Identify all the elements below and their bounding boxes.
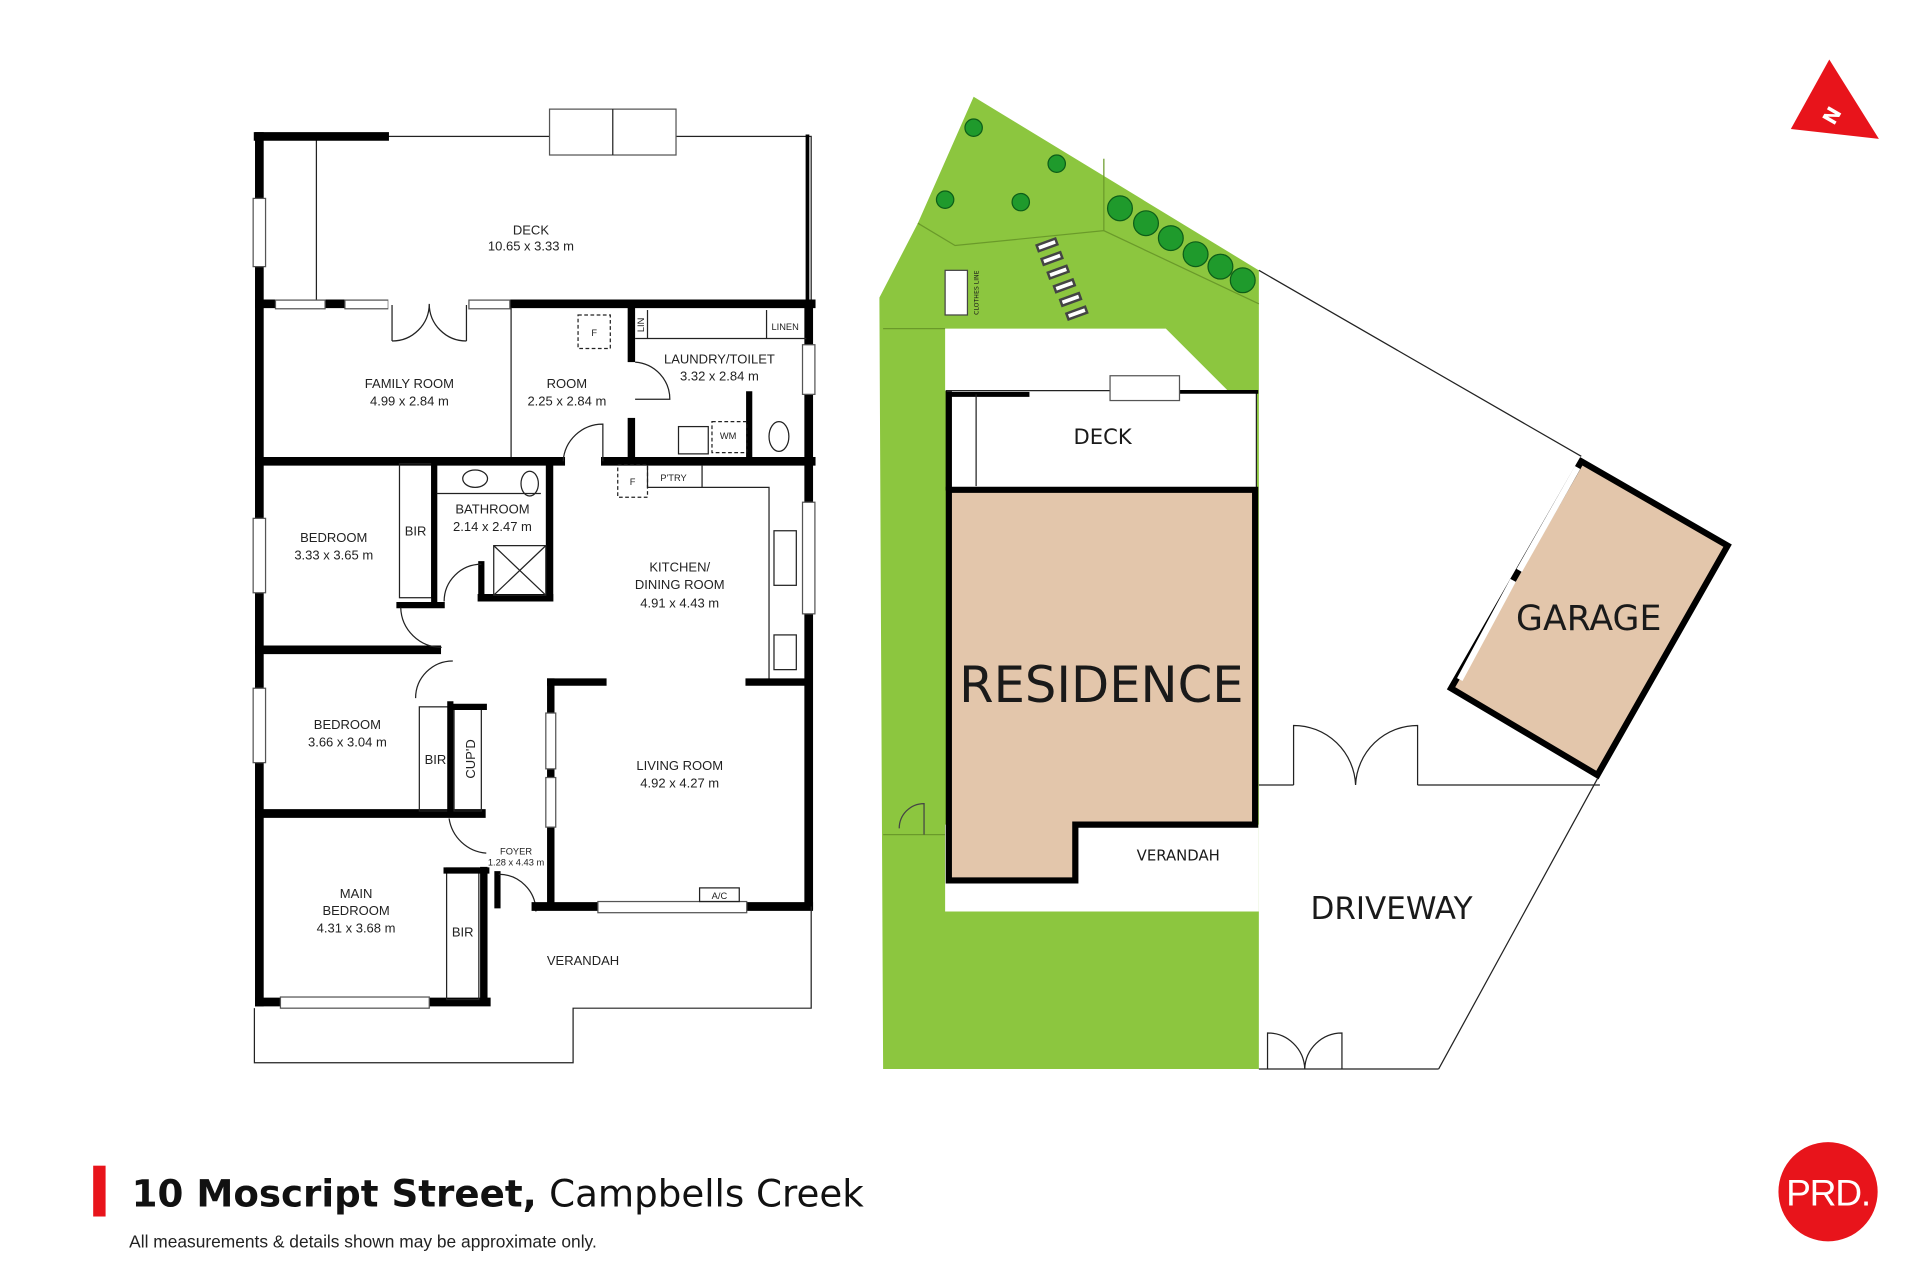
- tree-icon: [1182, 241, 1209, 268]
- site-deck: [945, 390, 1257, 491]
- tree-icon: [1132, 210, 1160, 237]
- room-label: BATHROOM: [455, 501, 529, 516]
- room-label: LAUNDRY/TOILET: [664, 351, 775, 366]
- room-label: DECK: [513, 222, 549, 237]
- title-accent-bar: [93, 1165, 106, 1217]
- room-label: FAMILY ROOM: [365, 376, 454, 391]
- room-label: VERANDAH: [547, 953, 619, 968]
- fixture-label: BIR: [405, 524, 427, 539]
- tree-icon: [964, 118, 983, 138]
- floor-plan: DECK 10.65 x 3.33 m FAMILY ROOM 4.99 x 2…: [252, 108, 816, 1064]
- room-size: 10.65 x 3.33 m: [488, 238, 574, 253]
- fixture-label: WM: [720, 431, 737, 441]
- residence: [945, 486, 1259, 884]
- room-label: ROOM: [547, 376, 587, 391]
- trees: [935, 118, 1256, 294]
- fixture-label: CUP'D: [463, 739, 478, 778]
- fixture-label: BIR: [425, 752, 447, 767]
- north-arrow-icon: N: [1790, 59, 1879, 139]
- fixture-label: F: [630, 477, 636, 487]
- room-size: 4.31 x 3.68 m: [317, 921, 396, 936]
- disclaimer: All measurements & details shown may be …: [129, 1232, 597, 1252]
- fixture-label: F: [591, 328, 597, 338]
- room-label: LIVING ROOM: [636, 758, 723, 773]
- site-label-residence: RESIDENCE: [959, 656, 1243, 714]
- room-size: 3.32 x 2.84 m: [680, 369, 759, 384]
- property-address: 10 Moscript Street, Campbells Creek: [132, 1172, 865, 1216]
- room-label: BEDROOM: [314, 717, 381, 732]
- tree-icon: [1229, 267, 1256, 294]
- room-label: MAIN: [340, 886, 373, 901]
- deck-outline: [257, 135, 812, 305]
- fixture-label: A/C: [712, 891, 728, 901]
- site-label-clothes-line: CLOTHES LINE: [974, 270, 981, 315]
- room-size: 2.25 x 2.84 m: [527, 394, 606, 409]
- site-label-deck: DECK: [1074, 424, 1133, 449]
- address-street: 10 Moscript Street,: [132, 1172, 537, 1216]
- site-plan: DECK RESIDENCE VERANDAH GARAGE DRIVEWAY …: [879, 96, 1732, 1070]
- room-size: 2.14 x 2.47 m: [453, 519, 532, 534]
- room-label: BEDROOM: [322, 903, 389, 918]
- tree-icon: [1047, 154, 1067, 173]
- room-size: 4.99 x 2.84 m: [370, 394, 449, 409]
- room-size: 1.28 x 4.43 m: [488, 858, 545, 868]
- room-size: 3.66 x 3.04 m: [308, 735, 387, 750]
- room-label: DINING ROOM: [635, 577, 725, 592]
- room-size: 4.91 x 4.43 m: [640, 596, 719, 611]
- tree-icon: [1011, 192, 1031, 212]
- site-label-verandah: VERANDAH: [1137, 847, 1220, 865]
- address-suburb: Campbells Creek: [549, 1172, 864, 1216]
- site-label-garage: GARAGE: [1516, 599, 1661, 639]
- room-label: FOYER: [500, 846, 532, 856]
- fixture-label: P'TRY: [660, 473, 686, 483]
- verandah-outline: [253, 906, 812, 1064]
- room-label: KITCHEN/: [649, 560, 710, 575]
- tree-icon: [1157, 225, 1184, 252]
- site-label-driveway: DRIVEWAY: [1311, 891, 1473, 927]
- tree-icon: [1207, 253, 1234, 280]
- fixture-label: LIN: [636, 318, 646, 332]
- tree-icon: [935, 190, 955, 209]
- fixture-label: BIR: [452, 924, 474, 939]
- fixture-label: LINEN: [771, 322, 798, 332]
- prd-logo-text: PRD.: [1786, 1171, 1870, 1213]
- prd-logo: PRD.: [1778, 1142, 1878, 1242]
- room-label: BEDROOM: [300, 530, 367, 545]
- room-size: 3.33 x 3.65 m: [294, 547, 373, 562]
- room-size: 4.92 x 4.27 m: [640, 775, 719, 790]
- tree-icon: [1106, 195, 1133, 222]
